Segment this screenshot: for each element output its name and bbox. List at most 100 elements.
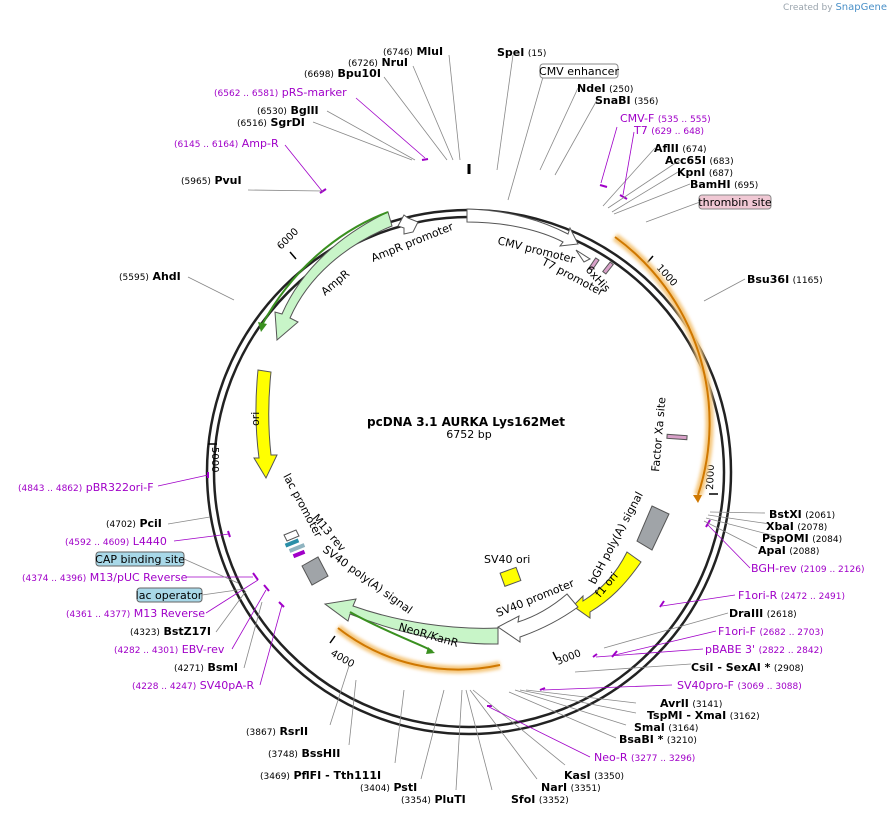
primer-neor-range: (3277 .. 3296) <box>631 754 695 764</box>
svg-text:KpnI (687): KpnI (687) <box>677 166 733 179</box>
feature-label-lac-promoter: lac promoter <box>280 471 325 540</box>
tick-label-6000: 6000 <box>275 226 301 252</box>
svg-text:TspMI - XmaI (3162): TspMI - XmaI (3162) <box>647 709 760 722</box>
leader-lines <box>167 54 776 791</box>
feature-neor-kanr <box>323 598 499 645</box>
primer-leader-lines <box>157 97 751 758</box>
svg-text:ApaI (2088): ApaI (2088) <box>758 544 819 557</box>
label-cmv-enhancer: CMV enhancer <box>539 65 619 78</box>
orf-neo <box>337 627 501 671</box>
box-thrombin-site <box>698 194 772 210</box>
enzyme-spei: SpeI <box>497 46 524 59</box>
enzyme-bstxi: BstXI <box>769 508 802 521</box>
feature-t7-promoter <box>575 249 592 263</box>
credit-text: Created by <box>783 3 833 13</box>
svg-text:(4228 .. 4247) SV40pA-R: (4228 .. 4247) SV40pA-R <box>132 679 255 692</box>
enzyme-psti-pos: (3404) <box>360 784 390 794</box>
feature-sv40-polya <box>301 556 329 586</box>
svg-text:KasI (3350): KasI (3350) <box>564 769 624 782</box>
primer-sv40par-range: (4228 .. 4247) <box>132 682 196 692</box>
primer-f1ori-f: F1ori-F <box>718 625 756 638</box>
primer-t7: T7 <box>633 124 648 137</box>
enzyme-acc65i-pos: (683) <box>709 157 733 167</box>
feature-sv40-promoter <box>497 593 579 643</box>
primer-prs-marker-range: (6562 .. 6581) <box>214 89 278 99</box>
feature-ampr-orf-arrowhead <box>258 322 267 332</box>
enzyme-nari-pos: (3351) <box>571 784 601 794</box>
enzyme-pcii-pos: (4702) <box>106 520 136 530</box>
primer-bghrev-site <box>705 519 711 528</box>
enzyme-apai: ApaI <box>758 544 786 557</box>
enzyme-ahdi-pos: (5595) <box>119 273 149 283</box>
svg-text:PspOMI (2084): PspOMI (2084) <box>762 532 842 545</box>
enzyme-ndei-pos: (250) <box>609 85 633 95</box>
feature-ampr <box>274 211 393 342</box>
enzyme-avrii-pos: (3141) <box>692 700 722 710</box>
primer-cmvf-site <box>599 184 608 188</box>
enzyme-bpu10i: Bpu10I <box>337 67 381 80</box>
enzyme-nari: NarI <box>541 781 567 794</box>
feature-ampr-promoter <box>397 214 419 235</box>
label-cap-binding-site: CAP binding site <box>95 553 185 566</box>
feature-m13-rev <box>283 529 300 542</box>
enzyme-bstxi-pos: (2061) <box>805 511 835 521</box>
primer-m13reverse-range: (4361 .. 4377) <box>66 610 130 620</box>
boxed-label-leaders <box>183 558 245 596</box>
enzyme-bglii-pos: (6530) <box>257 107 287 117</box>
svg-text:(3354) PluTI: (3354) PluTI <box>401 793 466 806</box>
enzyme-csii-pos: (2908) <box>774 664 804 674</box>
orf-aurka-arrowhead <box>693 495 702 503</box>
feature-m13-primer <box>292 549 306 559</box>
enzyme-nrui-pos: (6726) <box>348 59 378 69</box>
feature-neor-orf-arrowhead <box>426 647 435 654</box>
primer-ebvrev-site <box>263 584 270 592</box>
plasmid-name: pcDNA 3.1 AURKA Lys162Met <box>367 415 565 429</box>
tick-label-4000: 4000 <box>329 648 357 670</box>
feature-lac-operator <box>284 538 300 548</box>
svg-text:(4271) BsmI: (4271) BsmI <box>174 661 238 674</box>
svg-text:SmaI (3164): SmaI (3164) <box>634 721 698 734</box>
box-cmv-enhancer <box>539 63 619 79</box>
tick-6000 <box>289 251 297 260</box>
enzyme-ndei: NdeI <box>577 82 606 95</box>
enzyme-bstz17i-pos: (4323) <box>130 628 160 638</box>
svg-text:T7 (629 .. 648): T7 (629 .. 648) <box>633 124 704 137</box>
feature-label-ampr: AmpR <box>319 267 353 298</box>
svg-text:(4374 .. 4396) M13/pUC Reverse: (4374 .. 4396) M13/pUC Reverse <box>22 571 188 584</box>
svg-text:pBABE 3' (2822 .. 2842): pBABE 3' (2822 .. 2842) <box>705 643 823 656</box>
enzyme-tspmi-pos: (3162) <box>730 712 760 722</box>
enzyme-bpu10i-pos: (6698) <box>304 70 334 80</box>
feature-cap-site <box>288 543 306 553</box>
feature-6xhis-b <box>602 261 614 275</box>
enzyme-bsabi: BsaBI * <box>619 733 664 746</box>
svg-text:(4282 .. 4301) EBV-rev: (4282 .. 4301) EBV-rev <box>114 643 225 656</box>
primer-neo-r: Neo-R <box>594 751 628 764</box>
primer-f1orif-range: (2682 .. 2703) <box>759 628 823 638</box>
enzyme-pluti-pos: (3354) <box>401 796 431 806</box>
enzyme-bsmi: BsmI <box>207 661 238 674</box>
primer-bghrev-range: (2109 .. 2126) <box>800 565 864 575</box>
enzyme-psti: PstI <box>393 781 417 794</box>
enzyme-snabi-pos: (356) <box>634 97 658 107</box>
svg-text:(5965) PvuI: (5965) PvuI <box>181 174 242 187</box>
enzyme-mlui: MluI <box>416 45 443 58</box>
created-by-credit: Created by SnapGene <box>783 2 887 13</box>
enzyme-bsabi-pos: (3210) <box>667 736 697 746</box>
enzyme-sgrdi-pos: (6516) <box>237 119 267 129</box>
enzyme-pspomi: PspOMI <box>762 532 809 545</box>
tick-label-3000: 3000 <box>555 648 583 668</box>
feature-ori <box>253 369 278 480</box>
enzyme-ahdi: AhdI <box>152 270 180 283</box>
primer-f1orir-site <box>659 600 665 608</box>
enzyme-snabi: SnaBI <box>595 94 631 107</box>
primer-m13puc-range: (4374 .. 4396) <box>22 574 86 584</box>
enzyme-bsu36i: Bsu36I <box>747 273 789 286</box>
tick-3000 <box>552 651 558 661</box>
label-thrombin-site: thrombin site <box>698 196 772 209</box>
primer-prs-marker: pRS-marker <box>282 86 347 99</box>
svg-text:(6726) NruI: (6726) NruI <box>348 56 408 69</box>
plasmid-length: 6752 bp <box>446 428 491 441</box>
svg-text:NarI (3351): NarI (3351) <box>541 781 601 794</box>
enzyme-kpni-pos: (687) <box>709 169 733 179</box>
